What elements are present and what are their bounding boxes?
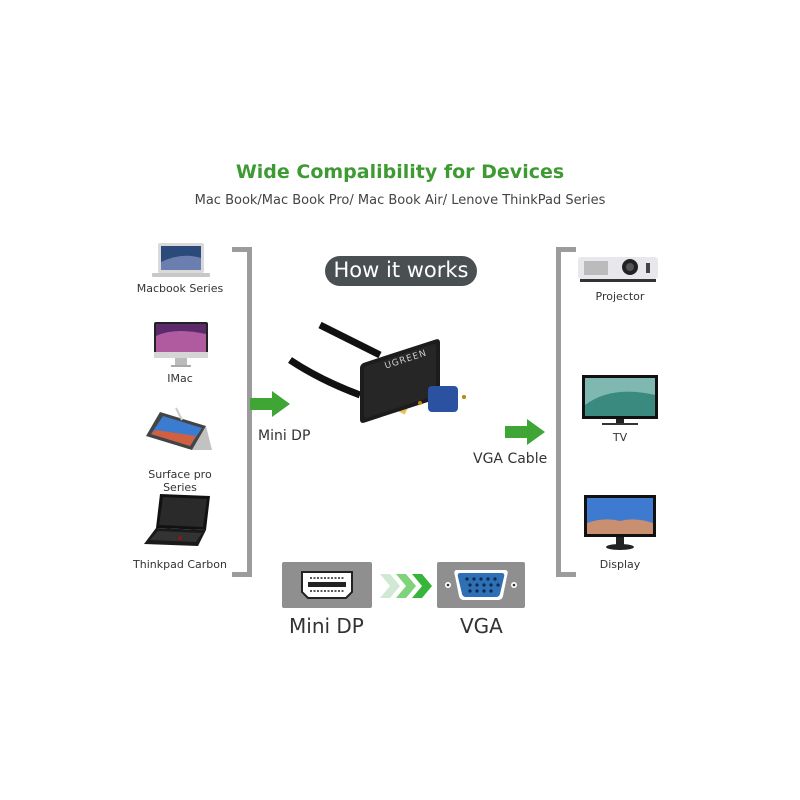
source-devices: Macbook Series IMac Surface pro Series xyxy=(130,238,230,578)
input-label: Mini DP xyxy=(258,428,311,444)
monitor-icon xyxy=(584,495,656,550)
adapter-illustration xyxy=(288,321,466,423)
device-label: Display xyxy=(599,558,641,571)
desktop-icon xyxy=(154,322,208,367)
surface-item: Surface pro Series xyxy=(130,406,230,494)
device-label: Surface pro Series xyxy=(148,468,212,494)
tv-icon xyxy=(582,375,658,425)
device-label: IMac xyxy=(167,372,193,385)
vga-port-icon xyxy=(445,570,517,600)
device-label: Macbook Series xyxy=(136,282,224,295)
device-label: Projector xyxy=(595,290,645,303)
left-bracket xyxy=(232,247,252,577)
tablet-icon xyxy=(146,407,212,450)
laptop-icon xyxy=(144,494,210,546)
page-title: Wide Compalibility for Devices xyxy=(235,161,565,183)
mini-dp-port xyxy=(282,562,372,608)
page-subtitle: Mac Book/Mac Book Pro/ Mac Book Air/ Len… xyxy=(194,193,606,208)
device-label: TV xyxy=(612,431,628,444)
device-label: Thinkpad Carbon xyxy=(133,558,227,571)
imac-item: IMac xyxy=(130,320,230,390)
display-item: Display xyxy=(570,495,670,575)
mini-dp-port-icon xyxy=(301,571,353,599)
chevrons-icon xyxy=(380,574,432,598)
thinkpad-item: Thinkpad Carbon xyxy=(130,494,230,574)
arrow-right-icon xyxy=(250,391,290,417)
laptop-icon xyxy=(152,243,210,277)
connector-to-label: VGA xyxy=(460,614,503,638)
how-it-works-badge: How it works xyxy=(325,256,477,286)
connector-from-label: Mini DP xyxy=(289,614,364,638)
macbook-item: Macbook Series xyxy=(130,238,230,298)
arrow-right-icon xyxy=(505,419,545,445)
projector-icon xyxy=(578,257,658,282)
projector-item: Projector xyxy=(570,245,670,305)
output-label: VGA Cable xyxy=(473,451,548,467)
tv-item: TV xyxy=(570,375,670,455)
target-devices: Projector TV Display xyxy=(570,245,670,575)
right-bracket xyxy=(556,247,576,577)
vga-port xyxy=(437,562,525,608)
